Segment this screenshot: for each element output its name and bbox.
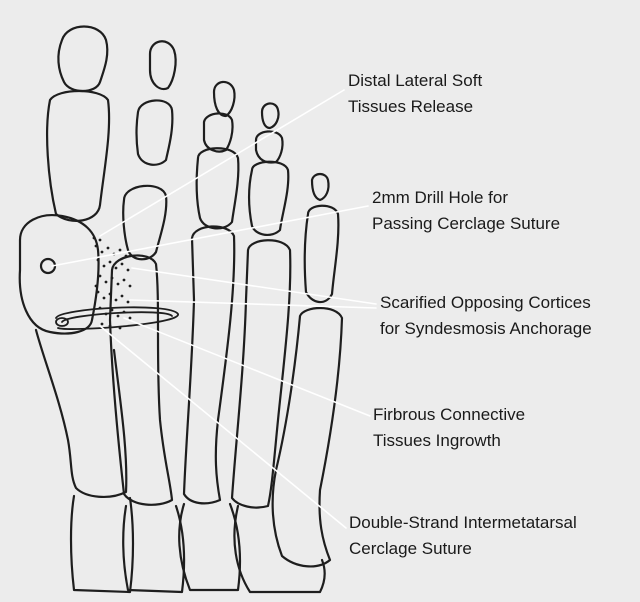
fourth-proximal-phalanx [249,162,288,235]
hallux-proximal-phalanx [47,91,109,221]
fourth-middle-phalanx [256,131,283,162]
first-metatarsal-shaft [36,330,126,497]
hallux-distal-phalanx [58,27,107,92]
label-fibrous-ingrowth: Firbrous Connective Tissues Ingrowth [373,402,525,454]
leader-suture [100,326,346,528]
fourth-distal-phalanx [262,103,279,128]
label-distal-lateral-release: Distal Lateral Soft Tissues Release [348,68,482,120]
fifth-metatarsal [273,308,342,566]
third-proximal-phalanx [197,148,239,228]
second-distal-phalanx [150,41,176,89]
label-drill-hole: 2mm Drill Hole for Passing Cerclage Sutu… [372,185,560,237]
cerclage-suture [56,307,178,329]
leader-scarified-lower [130,300,376,308]
second-middle-phalanx [137,100,173,164]
third-metatarsal [184,226,234,503]
third-distal-phalanx [214,82,235,116]
fifth-distal-phalanx [312,174,329,200]
third-middle-phalanx [204,113,233,151]
leader-scarified-upper [132,268,376,304]
label-cerclage-suture: Double-Strand Intermetatarsal Cerclage S… [349,510,577,562]
fifth-proximal-phalanx [305,206,339,302]
fourth-metatarsal [232,240,290,507]
lateral-cuneiform [179,504,240,590]
leader-fibrous [124,318,370,416]
second-metatarsal [110,255,172,504]
label-scarified-cortices: Scarified Opposing Cortices for Syndesmo… [380,290,592,342]
